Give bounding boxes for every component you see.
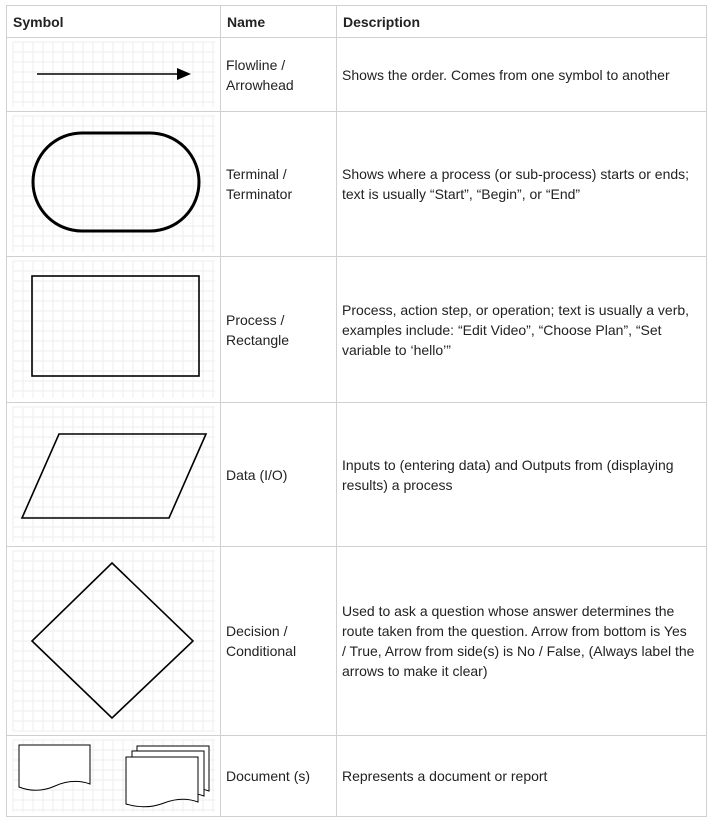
symbol-name-line: Conditional <box>226 643 297 659</box>
header-row: Symbol Name Description <box>6 5 707 38</box>
symbol-cell <box>6 546 221 736</box>
description-line: Inputs to (entering data) and Outputs fr… <box>342 456 674 473</box>
table-row: Decision / Conditional Used to ask a que… <box>6 546 707 736</box>
background-grid <box>12 260 215 398</box>
symbol-name-line: Terminal / <box>226 166 287 182</box>
symbol-cell <box>6 256 221 403</box>
description-line: Process, action step, or operation; text… <box>342 301 690 318</box>
symbol-name-line: Data (I/O) <box>226 466 288 483</box>
symbol-cell <box>6 111 221 257</box>
symbol-name-line: Arrowhead <box>226 76 294 93</box>
symbol-cell <box>6 735 221 817</box>
symbol-name: Decision / Conditional <box>220 546 337 736</box>
description-line: / True, Arrow from side(s) is No / False… <box>342 643 695 659</box>
background-grid <box>12 550 215 732</box>
description-line: text is usually “Start”, “Begin”, or “En… <box>342 186 581 202</box>
description-line: Shows the order. Comes from one symbol t… <box>342 66 670 83</box>
symbol-description: Used to ask a question whose answer dete… <box>336 546 707 736</box>
symbol-name: Data (I/O) <box>220 402 337 547</box>
flowline-arrow-icon <box>12 41 215 107</box>
description-line: route taken from the question. Arrow fro… <box>342 623 687 639</box>
terminal-oval-icon <box>12 115 215 252</box>
header-name: Name <box>220 5 337 38</box>
process-rectangle-icon <box>12 260 215 398</box>
description-line: Represents a document or report <box>342 768 548 784</box>
symbol-name-line: Terminator <box>226 186 293 202</box>
description-line: arrows to make it clear) <box>342 663 488 679</box>
description-line: results) a process <box>342 476 453 493</box>
symbol-description: Represents a document or report <box>336 735 707 817</box>
description-line: Shows where a process (or sub-process) s… <box>342 166 690 182</box>
symbol-name-line: Document (s) <box>226 768 311 784</box>
symbol-name: Flowline / Arrowhead <box>220 37 337 112</box>
symbol-name: Terminal / Terminator <box>220 111 337 257</box>
symbol-cell <box>6 402 221 547</box>
symbol-name-line: Flowline / <box>226 56 286 73</box>
header-description: Description <box>336 5 707 38</box>
symbol-name: Document (s) <box>220 735 337 817</box>
flowchart-symbols-table: Symbol Name Description Flowline / Arrow… <box>6 5 707 817</box>
symbol-name-line: Rectangle <box>226 331 290 348</box>
symbol-cell <box>6 37 221 112</box>
table-row: Flowline / Arrowhead Shows the order. Co… <box>6 37 707 112</box>
table-row: Document (s) Represents a document or re… <box>6 735 707 817</box>
symbol-name-line: Decision / <box>226 623 288 639</box>
symbol-description: Inputs to (entering data) and Outputs fr… <box>336 402 707 547</box>
table-row: Data (I/O) Inputs to (entering data) and… <box>6 402 707 547</box>
data-parallelogram-icon <box>12 406 215 542</box>
table-row: Process / Rectangle Process, action step… <box>6 256 707 403</box>
table-row: Terminal / Terminator Shows where a proc… <box>6 111 707 257</box>
document-icon <box>12 739 215 812</box>
symbol-name: Process / Rectangle <box>220 256 337 403</box>
description-line: examples include: “Edit Video”, “Choose … <box>342 321 662 338</box>
symbol-name-line: Process / <box>226 311 285 328</box>
description-line: Used to ask a question whose answer dete… <box>342 603 675 619</box>
header-symbol: Symbol <box>6 5 221 38</box>
decision-diamond-icon <box>12 550 215 732</box>
symbol-description: Shows the order. Comes from one symbol t… <box>336 37 707 112</box>
symbol-description: Process, action step, or operation; text… <box>336 256 707 403</box>
background-grid <box>12 406 215 542</box>
description-line: variable to ‘hello’” <box>342 341 451 358</box>
symbol-description: Shows where a process (or sub-process) s… <box>336 111 707 257</box>
